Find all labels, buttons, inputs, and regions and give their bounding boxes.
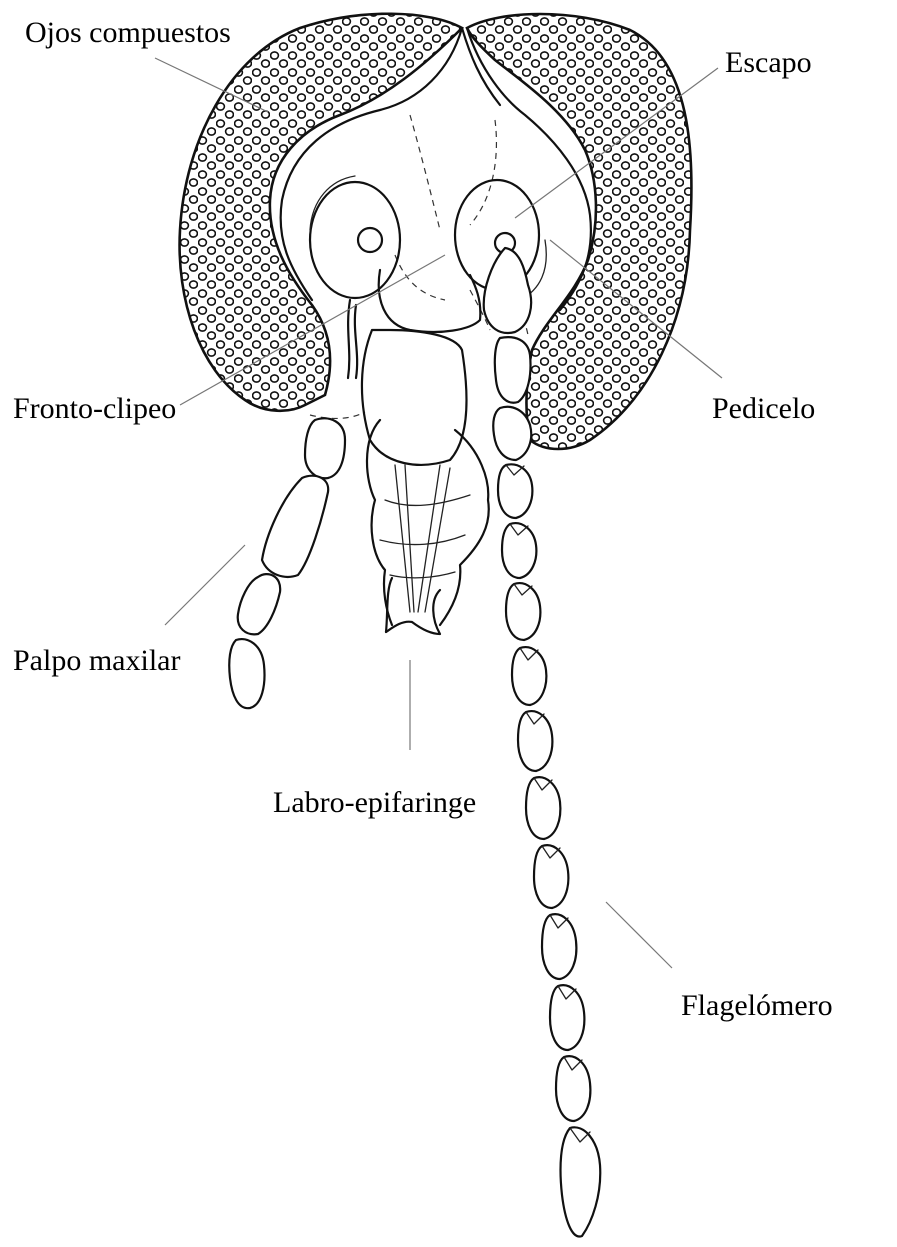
compound-eye-left (180, 14, 462, 411)
label-escapo: Escapo (725, 46, 812, 79)
label-flagelomero: Flagelómero (681, 989, 833, 1022)
maxillary-palp (229, 418, 345, 708)
leader-palpo (165, 545, 245, 625)
label-labro-epifaringe: Labro-epifaringe (273, 786, 476, 819)
mouthparts (367, 420, 489, 634)
gena-line-left-2 (355, 305, 357, 378)
label-pedicelo: Pedicelo (712, 392, 815, 425)
pedicel (495, 337, 531, 403)
label-palpo-maxilar: Palpo maxilar (13, 644, 180, 677)
leader-flagelomero (606, 902, 672, 968)
antennal-socket-left (310, 176, 400, 298)
gena-line-left (348, 300, 350, 378)
label-fronto-clipeo: Fronto-clipeo (13, 392, 176, 425)
scape (484, 248, 531, 333)
label-ojos-compuestos: Ojos compuestos (25, 16, 231, 49)
